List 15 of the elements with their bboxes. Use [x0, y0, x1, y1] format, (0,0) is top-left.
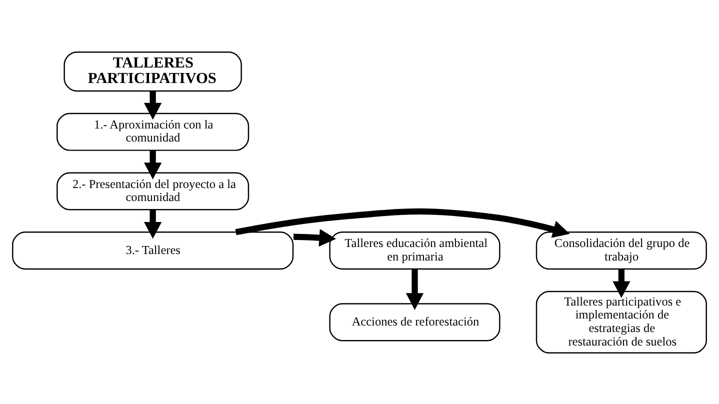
node-box: Acciones de reforestación [329, 302, 500, 341]
node-box: 3.- Talleres [12, 231, 294, 270]
node-box: Talleres educación ambiental en primaria [329, 231, 500, 270]
arrow [144, 150, 162, 179]
arrow [235, 208, 570, 238]
node-box: 2.- Presentación del proyecto a la comunidad [56, 172, 250, 210]
node-box: Talleres participativos e implementación de estrategias de restauración de suelos [536, 290, 707, 354]
node-box: 1.- Aproximación con la comunidad [56, 112, 250, 150]
arrow [144, 90, 162, 120]
node-box: Consolidación del grupo de trabajo [536, 231, 707, 270]
node-box: TALLERES PARTICIPATIVOS [64, 50, 242, 92]
arrow [406, 268, 424, 310]
arrow [612, 268, 630, 298]
arrow [144, 209, 162, 238]
arrow [293, 228, 336, 246]
